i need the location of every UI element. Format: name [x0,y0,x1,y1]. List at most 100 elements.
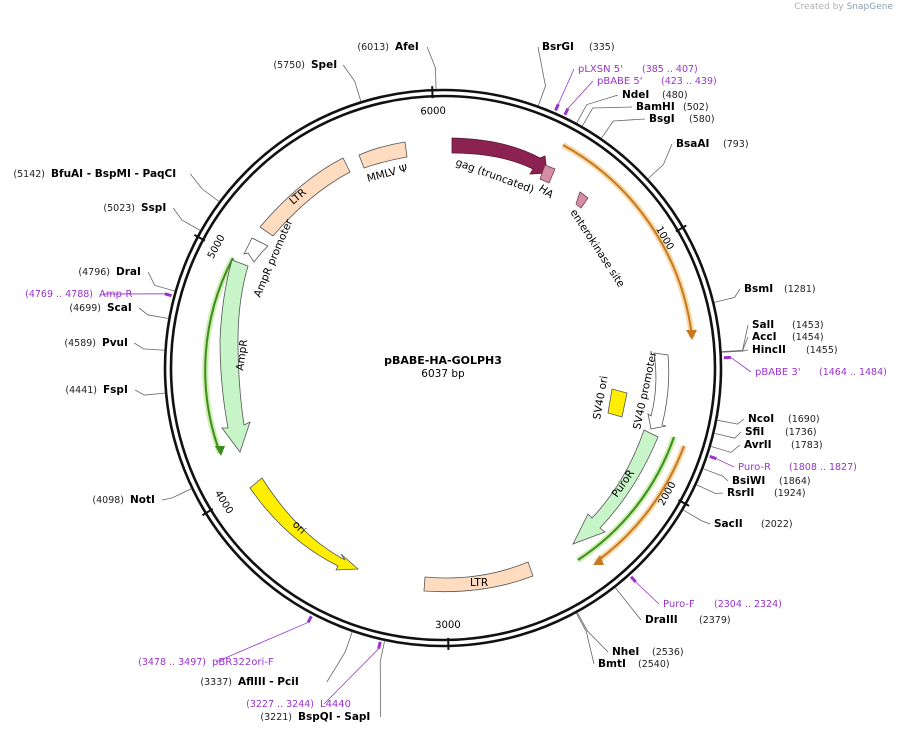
site-hincii[interactable]: HincII(1455) [721,344,838,356]
site-leader [537,46,546,106]
feature-ampr-promoter[interactable] [243,237,269,263]
site-name: ScaI [107,302,132,314]
site-avrii[interactable]: AvrII (1783) [710,439,823,453]
site-position: (1454) [792,332,824,343]
site-bamhi[interactable]: BamHI(502) [581,101,709,127]
site-rsrii[interactable]: RsrII (1924) [696,484,806,499]
site-position: (2540) [638,659,670,670]
site-position: (1783) [791,440,823,451]
site-position: (4796) [78,267,110,278]
tick-label: 5000 [206,233,228,261]
feature-enterokinase-site[interactable] [575,191,589,209]
site-leader [601,118,646,139]
site-leader [135,389,166,396]
primer-range: (2304 .. 2324) [714,599,782,610]
site-leader [683,509,711,525]
site-name: PvuI [102,337,128,349]
site-scai[interactable]: (4699)ScaI [69,302,169,319]
site-sacii[interactable]: SacII(2022) [683,509,793,530]
site-name: AvrII [744,439,772,451]
primer-pbabe-3-[interactable]: pBABE 3'(1464 .. 1484) [723,355,887,378]
site-position: (4589) [64,338,96,349]
site-name: BfuAI - BspMI - PaqCI [51,168,176,180]
site-name: NcoI [748,413,774,425]
primer-leader [215,622,309,663]
site-name: NheI [612,646,639,658]
site-leader [189,173,220,202]
site-ncoi[interactable]: NcoI(1690) [717,413,820,425]
feature-ampr[interactable] [219,259,251,453]
site-bspqi-sapi[interactable]: (3221) BspQI - SapI [260,640,386,723]
tick-mark [675,224,687,233]
feature-mmlv-psi[interactable] [358,141,408,169]
site-bmti[interactable]: BmtI(2540) [575,612,670,670]
site-name: SalI [752,319,774,331]
primer-leader [558,68,575,105]
site-position: (1924) [774,488,806,499]
site-drai[interactable]: (4796)DraI [78,266,175,292]
feature-ltr-bottom[interactable] [423,561,534,593]
site-bfuai-bspmi-paqci[interactable]: (5142) BfuAI - BspMI - PaqCI [13,168,220,202]
feature-gag-truncated[interactable] [451,137,548,175]
orf-arc-orange-1 [562,144,693,338]
site-bsiwi[interactable]: BsiWI(1864) [703,468,811,487]
feature-ltr-left[interactable] [259,157,351,237]
site-name: BsiWI [732,475,765,487]
primer-amp-r[interactable]: (4769 .. 4788) Amp-R [25,289,172,300]
primer-puro-f[interactable]: Puro-F (2304 .. 2324) [629,575,782,610]
site-draiii[interactable]: DraIII(2379) [614,587,731,626]
site-leader [710,444,741,453]
site-noti[interactable]: (4098)NotI [92,488,192,506]
primer-pbabe-5-[interactable]: pBABE 5'(423 .. 439) [563,76,717,116]
primer-l4440[interactable]: (3227 .. 3244)L4440 [246,641,382,710]
orf-arc-orange-2 [595,445,685,563]
primer-range: (4769 .. 4788) [25,289,93,300]
feature-puror[interactable] [572,429,659,545]
primer-puro-r[interactable]: Puro-R(1808 .. 1827) [709,455,857,473]
site-leader [717,418,745,425]
site-position: (1453) [792,320,824,331]
site-leader [714,288,741,303]
site-leader [147,271,175,292]
site-name: AflIII - PciI [238,676,299,688]
primer-plxsn-5-[interactable]: pLXSN 5'(385 .. 407) [554,64,698,112]
feature-sv40-ori[interactable] [607,388,628,418]
site-position: (3221) [260,712,292,723]
site-nhei[interactable]: NheI(2536) [576,612,684,658]
feature-ha[interactable] [539,164,556,184]
primer-mark [629,575,637,583]
site-name: BspQI - SapI [298,711,370,723]
site-bsaai[interactable]: BsaAI(793) [647,138,749,180]
site-bsmi[interactable]: BsmI(1281) [714,283,816,303]
site-position: (5023) [103,203,135,214]
site-leader [138,307,169,319]
primer-leader [635,581,660,605]
site-bsgi[interactable]: BsgI(580) [601,113,715,139]
label-ha: HA [536,183,556,202]
site-sfii[interactable]: SfiI(1736) [714,426,817,439]
site-sspi[interactable]: (5023)SspI [103,202,201,231]
backbone-inner [169,94,717,642]
feature-ori[interactable] [249,477,360,571]
site-position: (793) [723,139,749,150]
site-name: RsrII [727,487,754,499]
site-position: (5142) [13,169,45,180]
primer-name: Puro-F [663,599,695,610]
site-position: (580) [689,114,715,125]
site-spei[interactable]: (5750)SpeI [273,59,362,102]
orf-arc-green-2 [204,257,234,454]
primer-name: Amp-R [99,289,133,300]
site-afei[interactable]: (6013)AfeI [357,41,437,90]
site-bsrgi[interactable]: BsrGI(335) [537,41,615,106]
site-fspi[interactable]: (4441)FspI [65,384,166,396]
label-ampr: AmpR [234,339,250,372]
primer-pbr322ori-f[interactable]: (3478 .. 3497)pBR322ori-F [138,615,313,668]
site-name: FspI [103,384,128,396]
site-ndei[interactable]: NdeI(480) [576,89,688,124]
site-position: (3337) [200,677,232,688]
site-pvui[interactable]: (4589) PvuI [64,337,165,351]
site-leader [647,143,673,180]
site-afliii-pcii[interactable]: (3337) AflIII - PciI [200,631,353,688]
feature-sv40-promoter[interactable] [647,352,670,430]
